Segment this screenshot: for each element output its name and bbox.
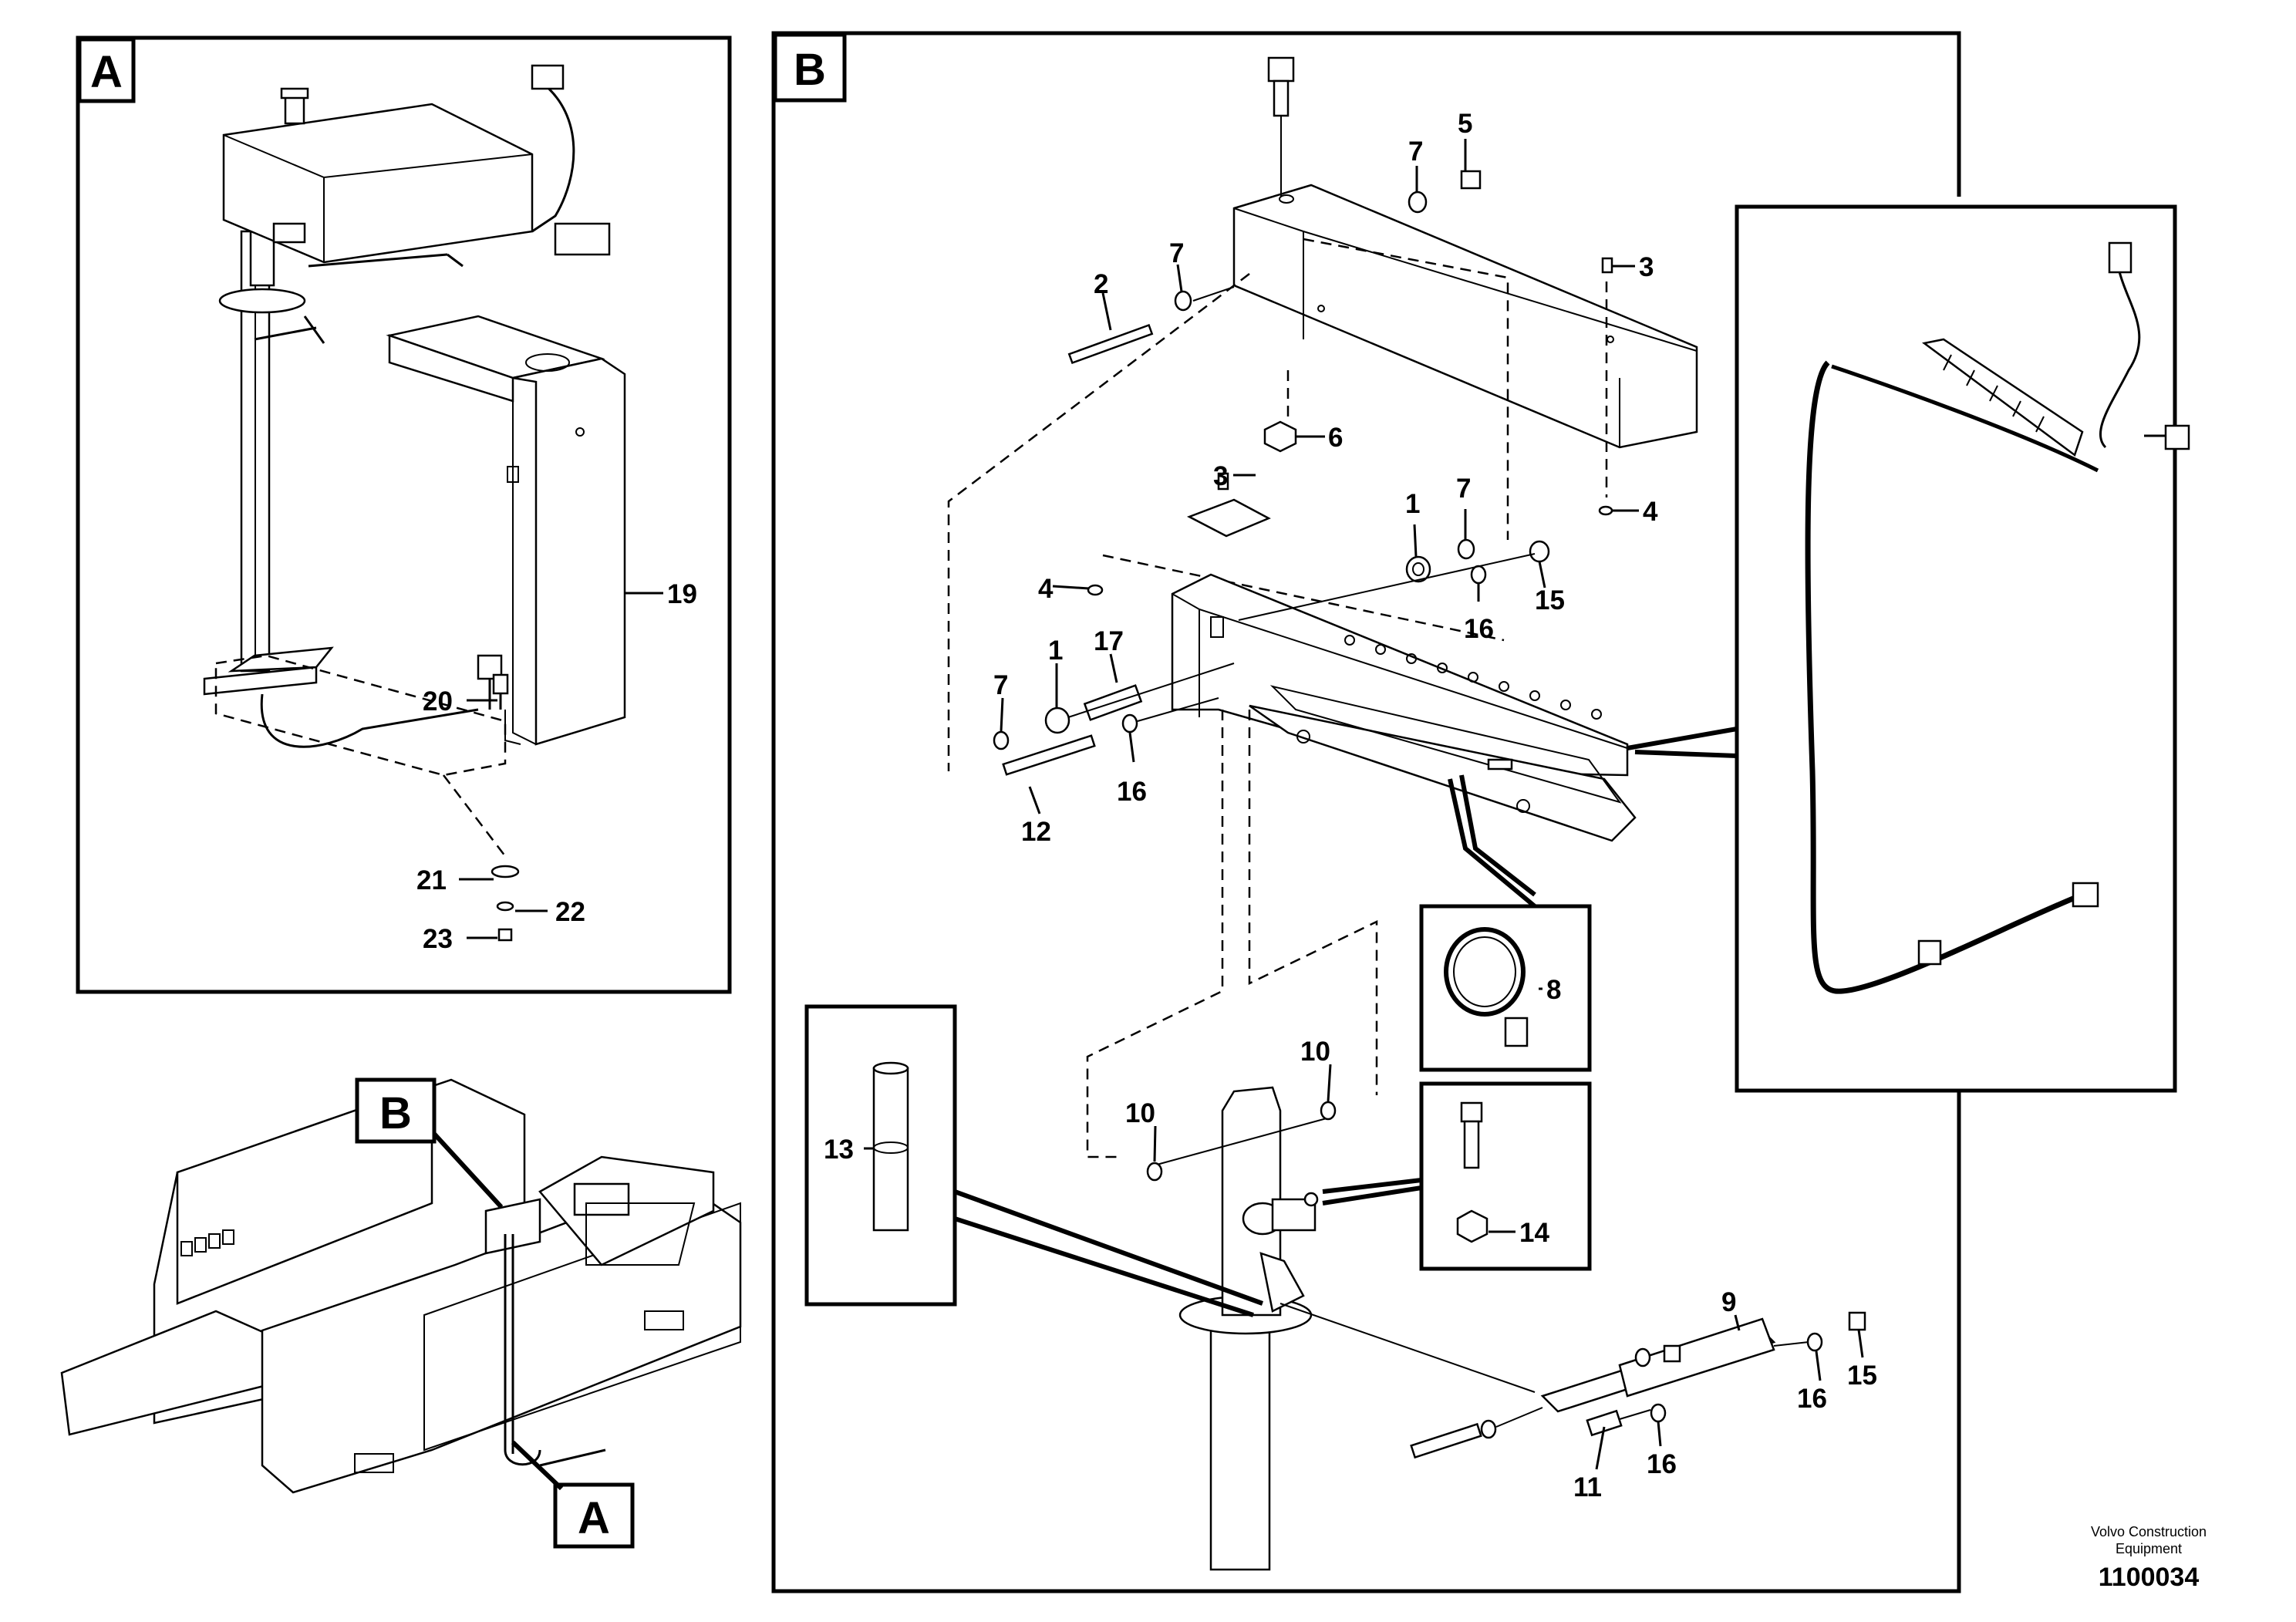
callout-b-17: 17 (1094, 626, 1124, 656)
callout-b-9: 9 (1721, 1287, 1736, 1317)
callout-b-15-right: 15 (1847, 1361, 1877, 1391)
cable-chain-links (1943, 354, 2045, 433)
panel-a-label-box (77, 37, 136, 103)
callout-b-12: 12 (1021, 817, 1051, 847)
callout-b-16-right: 16 (1797, 1384, 1827, 1414)
callout-b-11: 11 (1573, 1472, 1602, 1502)
callout-a-19: 19 (667, 579, 697, 609)
callout-a-23: 23 (423, 924, 453, 954)
callout-a-21: 21 (416, 865, 447, 895)
inset-8 (1419, 774, 1592, 1072)
panel-a: A (76, 35, 732, 994)
nut-23 (497, 928, 513, 942)
credit-line-1: Volvo Construction (2091, 1524, 2207, 1539)
dash-link-4 (1086, 710, 1224, 1158)
panel-b: B (771, 31, 1961, 1593)
dash-link-5 (1248, 710, 1378, 1095)
callout-a-20: 20 (423, 686, 453, 717)
callout-b-15-top: 15 (1535, 585, 1565, 615)
arm-cable (531, 64, 611, 256)
panel-a-label: A (90, 47, 123, 97)
upper-fasteners (1067, 170, 1613, 596)
washer-10b (1146, 1162, 1163, 1182)
washer-10a (1320, 1101, 1337, 1121)
footer: Volvo Construction Equipment 1100034 (2091, 1524, 2207, 1592)
electrical-box (386, 315, 626, 746)
callout-b-8: 8 (1546, 975, 1561, 1005)
gas-spring (1410, 1311, 1866, 1459)
callout-b-4-left: 4 (1038, 574, 1054, 604)
callout-b-5: 5 (1458, 109, 1472, 139)
callout-b-2: 2 (1094, 269, 1108, 299)
dash-link-3 (1102, 554, 1505, 642)
dash-link-2 (1303, 238, 1509, 540)
callout-b-1-top: 1 (1405, 489, 1420, 519)
screw-20 (492, 673, 509, 695)
callout-b-10-right: 10 (1300, 1037, 1330, 1067)
column-b (1156, 1086, 1536, 1571)
column-post (218, 207, 306, 673)
callout-b-4-right: 4 (1643, 497, 1658, 527)
overview-vents (180, 1229, 234, 1256)
inset-13 (804, 1004, 1264, 1317)
callout-b-1-left: 1 (1048, 636, 1063, 666)
credit-line-2: Equipment (2116, 1541, 2182, 1556)
plunger-top (1267, 56, 1295, 197)
overview-label-a: A (578, 1493, 610, 1543)
overview-label-a-box (553, 1482, 635, 1549)
callout-leaders-b (864, 139, 1878, 1470)
inset-18 (1627, 204, 2190, 1093)
callout-b-7-low: 7 (993, 670, 1008, 700)
figure-number: 1100034 (2099, 1563, 2200, 1592)
arm-holes (1344, 635, 1602, 720)
callout-b-7-mid: 7 (1456, 474, 1471, 504)
callout-b-7-left: 7 (1169, 238, 1184, 268)
callout-b-3-center: 3 (1213, 461, 1228, 491)
panel-b-frame (771, 31, 1961, 1593)
callout-b-16-left: 16 (1117, 777, 1147, 807)
lower-fasteners (993, 538, 1550, 776)
callout-b-6: 6 (1328, 423, 1343, 453)
machine-overview: B A (60, 1077, 742, 1549)
overview-label-b: B (379, 1088, 412, 1138)
panel-b-label: B (794, 45, 826, 95)
overview-label-b-box (355, 1077, 437, 1144)
callout-b-3-right: 3 (1639, 252, 1654, 282)
upper-housing (1232, 184, 1698, 449)
washer-21 (491, 865, 520, 878)
callout-a-22: 22 (555, 897, 585, 927)
panel-a-frame (76, 35, 732, 994)
bottom-bracket (203, 646, 521, 748)
washer-22 (496, 901, 514, 912)
inset-14 (1322, 1081, 1592, 1271)
link-dashes-a (214, 654, 507, 777)
lower-arm (1171, 573, 1637, 842)
callout-b-16-mid: 16 (1464, 614, 1494, 644)
panel-b-label-box (773, 32, 847, 103)
callout-b-14: 14 (1519, 1218, 1549, 1248)
callout-b-16-bottom: 16 (1647, 1449, 1677, 1479)
callout-b-13: 13 (824, 1135, 854, 1165)
callout-b-7-top: 7 (1408, 137, 1423, 167)
callout-b-10-left: 10 (1125, 1098, 1155, 1128)
dash-link-1 (947, 273, 1250, 771)
link-dash-to-fasteners (443, 774, 506, 857)
